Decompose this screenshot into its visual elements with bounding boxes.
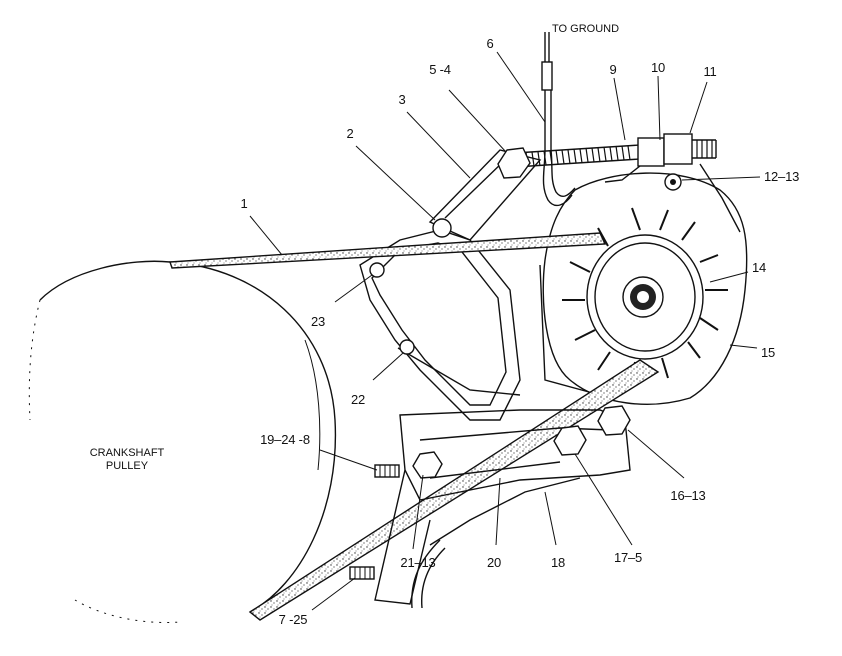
adjuster-block: [637, 137, 665, 167]
adjusting-arm: [428, 149, 542, 241]
callout-18: 18: [551, 555, 565, 570]
callout-21-13: 21–13: [400, 555, 435, 570]
bolt-2: [432, 218, 452, 238]
callout-22: 22: [351, 392, 365, 407]
callout-6: 6: [486, 36, 493, 51]
pulley-label: PULLEY: [106, 460, 149, 472]
callout-12-13: 12–13: [764, 169, 799, 184]
threaded-rod: [497, 133, 741, 233]
bolt-21-13: [412, 451, 443, 479]
mounting-bracket: [359, 229, 521, 421]
callouts: TO GROUND 1 2 3 5 -4 6 9 10 11 12–13 14 …: [240, 23, 799, 627]
callout-16-13: 16–13: [670, 488, 705, 503]
stud-7-25: [349, 566, 375, 580]
callout-15: 15: [761, 345, 775, 360]
crankshaft-label: CRANKSHAFT: [90, 447, 165, 459]
callout-5-4: 5 -4: [429, 62, 451, 77]
leader-lines: [249, 51, 761, 611]
callout-14: 14: [752, 260, 766, 275]
drive-belt-upper: [169, 232, 607, 269]
bolt-17-5: [553, 425, 587, 456]
callout-10: 10: [651, 60, 665, 75]
callout-20: 20: [487, 555, 501, 570]
bolt-23: [369, 262, 385, 278]
callout-11: 11: [703, 64, 716, 79]
bolt-5-4: [497, 147, 531, 179]
ground-label: TO GROUND: [552, 23, 619, 35]
callout-2: 2: [346, 126, 353, 141]
callout-23: 23: [311, 314, 325, 329]
drive-belt-lower: [248, 359, 660, 621]
callout-9: 9: [609, 62, 616, 77]
lower-bracket: [349, 262, 631, 609]
ground-wire: [541, 32, 576, 207]
callout-7-25: 7 -25: [279, 612, 308, 627]
callout-3: 3: [398, 92, 405, 107]
callout-1: 1: [240, 196, 247, 211]
adjuster-nut: [663, 133, 693, 165]
callout-17-5: 17–5: [614, 550, 642, 565]
crankshaft-pulley: CRANKSHAFT PULLEY: [28, 260, 337, 624]
bolt-16-13: [597, 405, 631, 436]
bolt-22: [399, 339, 415, 355]
callout-19-24-8: 19–24 -8: [260, 432, 310, 447]
stud-19-24-8: [374, 464, 400, 478]
